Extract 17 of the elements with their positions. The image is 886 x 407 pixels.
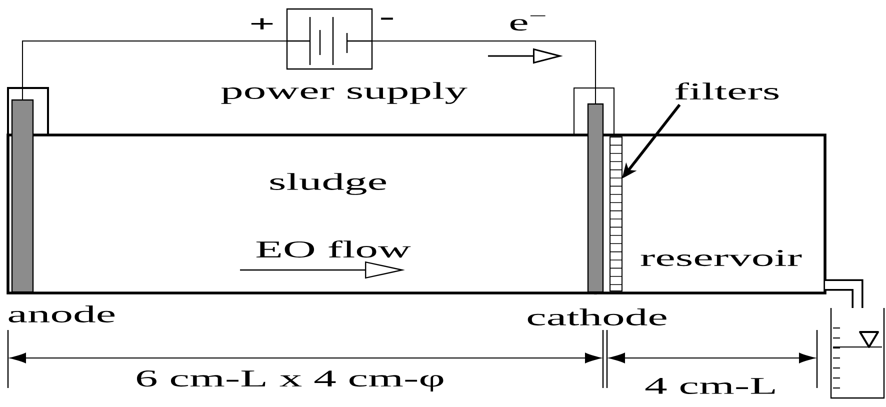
wire [372, 40, 596, 104]
pipe [825, 279, 864, 308]
region-label: sludge [270, 173, 386, 195]
electrode-label: anode [8, 306, 114, 322]
filter-strip [610, 136, 622, 292]
polarity-sign: - [381, 18, 393, 20]
region-label: reservoir [640, 250, 802, 266]
measuring-cylinder [830, 308, 885, 399]
dimension-label: 6 cm-L x 4 cm-φ [136, 370, 444, 392]
device-label: power supply [221, 82, 468, 104]
dimension-label: 4 cm-L [645, 378, 775, 394]
electrode-label: cathode [528, 308, 666, 326]
charge-label: e$^{−}$ [510, 15, 546, 31]
polarity-sign: + [251, 18, 273, 30]
wire [22, 40, 288, 100]
flow-label: EO flow [256, 240, 411, 258]
part-label: filters [675, 82, 779, 100]
